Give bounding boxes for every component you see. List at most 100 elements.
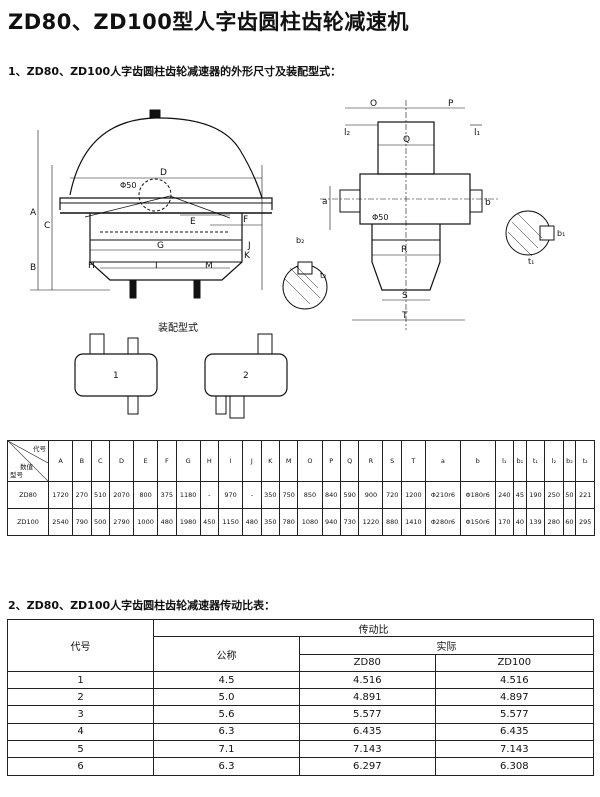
dim-value-cell: 730 xyxy=(339,508,360,536)
dim-value-cell: 450 xyxy=(199,508,220,536)
dim-value-cell: - xyxy=(242,481,262,509)
label-D: D xyxy=(160,168,167,178)
label-S: S xyxy=(402,291,408,301)
dim-col-header: l₂ xyxy=(544,440,564,482)
model-header-zd100: ZD100 xyxy=(434,653,595,672)
dim-col-header: H xyxy=(199,440,220,482)
side-view xyxy=(320,100,500,330)
dim-value-cell: 350 xyxy=(260,508,281,536)
label-M: M xyxy=(205,261,213,271)
corner-code: 代号 xyxy=(33,445,46,453)
dim-value-cell: 900 xyxy=(358,481,384,509)
dim-value-cell: Φ150r6 xyxy=(459,508,496,536)
ratio-cell-zd80: 5.577 xyxy=(299,705,436,724)
dim-value-cell: 50 xyxy=(562,481,577,509)
dim-col-header: F xyxy=(157,440,177,482)
dim-col-header: b₂ xyxy=(562,440,577,482)
dim-value-cell: 2790 xyxy=(108,508,135,536)
label-b1: b₁ xyxy=(557,229,565,238)
label-F: F xyxy=(243,215,248,225)
front-view xyxy=(30,109,273,299)
assembly-title: 装配型式 xyxy=(158,321,198,334)
label-E: E xyxy=(190,217,196,227)
label-phi50-side: Φ50 xyxy=(372,213,388,222)
dim-col-header: P xyxy=(321,440,341,482)
dim-value-cell: 139 xyxy=(525,508,546,536)
dim-col-header: t₂ xyxy=(575,440,595,482)
label-b: b xyxy=(485,198,491,208)
dim-value-cell: 1980 xyxy=(175,508,201,536)
ratio-code-header: 代号 xyxy=(7,619,154,672)
section-1-heading: 1、ZD80、ZD100人字齿圆柱齿轮减速器的外形尺寸及装配型式： xyxy=(8,65,342,78)
label-P: P xyxy=(448,99,454,109)
ratio-cell-zd80: 4.891 xyxy=(299,688,436,707)
ratio-header: 传动比 xyxy=(153,618,594,638)
corner-value: 数值 xyxy=(20,463,33,471)
label-t1: t₁ xyxy=(528,257,534,266)
ratio-cell-zd80: 4.516 xyxy=(299,670,436,690)
ratio-cell-zd100: 5.577 xyxy=(434,705,595,724)
dim-value-cell: 800 xyxy=(133,481,159,509)
dim-value-cell: 780 xyxy=(278,508,299,536)
label-b2: b₂ xyxy=(296,236,304,245)
label-O: O xyxy=(370,99,377,109)
dim-value-cell: 590 xyxy=(339,481,360,509)
dim-value-cell: 940 xyxy=(321,508,341,536)
dim-col-header: b xyxy=(459,440,496,482)
dim-value-cell: 1080 xyxy=(297,508,323,536)
actual-header: 实际 xyxy=(299,636,594,655)
dim-col-header: G xyxy=(175,440,201,482)
dim-value-cell: 40 xyxy=(512,508,527,536)
dim-value-cell: 1180 xyxy=(175,481,201,509)
dim-value-cell: Φ180r6 xyxy=(459,481,496,509)
label-R: R xyxy=(401,245,407,255)
label-J: J xyxy=(247,241,251,251)
ratio-cell-zd100: 7.143 xyxy=(434,740,595,759)
dim-value-cell: 970 xyxy=(218,481,244,509)
dim-value-cell: 190 xyxy=(525,481,546,509)
label-phi50-front: Φ50 xyxy=(120,181,136,190)
ratio-cell-zd80: 6.297 xyxy=(299,757,436,776)
dim-value-cell: 850 xyxy=(297,481,323,509)
label-H: H xyxy=(88,261,95,271)
dim-model-cell: ZD100 xyxy=(7,508,49,536)
label-l2: l₂ xyxy=(344,128,351,138)
ratio-cell-zd100: 6.308 xyxy=(434,757,595,776)
dim-col-header: C xyxy=(90,440,110,482)
dim-col-header: A xyxy=(47,440,74,482)
dim-value-cell: 1410 xyxy=(400,508,426,536)
ratio-cell-zd80: 6.435 xyxy=(299,722,436,742)
dim-col-header: I xyxy=(218,440,244,482)
dim-value-cell: 880 xyxy=(382,508,402,536)
dim-col-header: T xyxy=(400,440,426,482)
dim-col-header: B xyxy=(72,440,92,482)
dim-col-header: E xyxy=(133,440,159,482)
dim-col-header: l₁ xyxy=(494,440,514,482)
ratio-cell-code: 4 xyxy=(7,722,154,742)
keyway-section-large xyxy=(505,210,555,257)
section-2-heading: 2、ZD80、ZD100人字齿圆柱齿轮减速器传动比表： xyxy=(8,599,276,612)
ratio-cell-nominal: 7.1 xyxy=(153,740,300,759)
dim-col-header: a xyxy=(424,440,461,482)
label-a: a xyxy=(322,197,328,207)
dim-value-cell: 221 xyxy=(575,481,595,509)
dim-col-header: J xyxy=(242,440,262,482)
keyway-section-small xyxy=(282,261,328,310)
label-t2: t₂ xyxy=(320,271,326,280)
assembly-1-label: 1 xyxy=(113,371,119,381)
ratio-cell-zd100: 4.897 xyxy=(434,688,595,707)
dim-value-cell: 270 xyxy=(72,481,92,509)
label-T: T xyxy=(401,311,408,321)
dim-value-cell: 840 xyxy=(321,481,341,509)
ratio-cell-nominal: 6.3 xyxy=(153,722,300,742)
ratio-cell-code: 2 xyxy=(7,688,154,707)
